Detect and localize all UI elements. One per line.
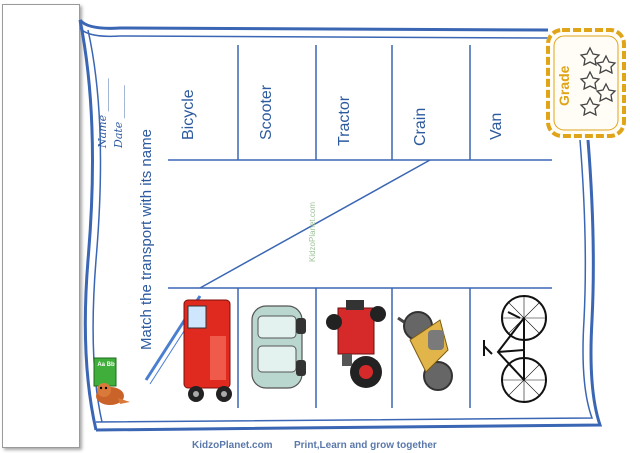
grade-label: Grade [556,65,572,106]
column-label: Tractor [336,95,353,146]
blank-side-panel [2,4,80,448]
star-icons [579,46,617,117]
footer-slogan: Print,Learn and grow together [294,440,437,451]
car-icon[interactable] [251,305,306,389]
grid-lines [168,45,552,408]
column-label: Bicycle [180,89,197,140]
mascot-badge: Aa Bb [97,362,115,368]
grade-badge [546,28,626,138]
match-line[interactable] [199,159,431,289]
bicycle-icon[interactable] [483,295,547,403]
watermark: KidzoPlanet.com [308,201,317,262]
mascot-icon [93,357,130,405]
worksheet-title: Match the transport with its name [138,129,155,350]
date-field[interactable]: Date ______ [112,85,125,148]
motorcycle-icon[interactable] [397,311,453,391]
column-label: Crain [412,107,429,146]
footer-site: KidzoPlanet.com [192,440,273,451]
column-label: Scooter [258,84,275,140]
column-label: Van [488,112,505,140]
tractor-icon[interactable] [326,300,386,388]
fire-truck-icon[interactable] [144,295,232,402]
name-field[interactable]: Name ______ [96,78,109,148]
